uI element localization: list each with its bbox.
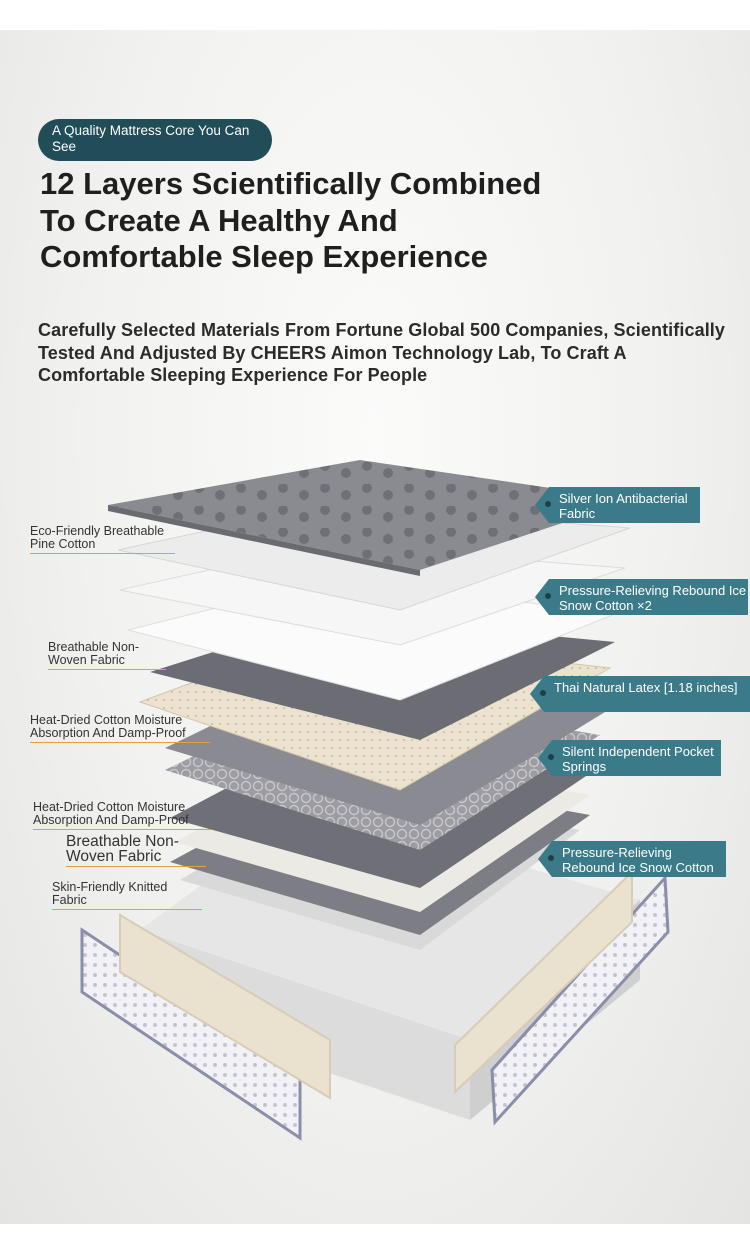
layer-stack [108,460,632,950]
label-pine-cotton: Eco-Friendly Breathable Pine Cotton [30,525,175,554]
tag-dot [548,855,554,861]
tag-text: Pressure-Relieving Rebound Ice Snow Cott… [559,583,747,613]
tag-ice-snow-cotton-x2: Pressure-Relieving Rebound Ice Snow Cott… [535,579,748,615]
tag-text: Silver Ion Antibacterial Fabric [559,491,688,521]
tag-text: Silent Independent Pocket Springs [562,744,714,774]
label-heat-dried-cotton-top: Heat-Dried Cotton Moisture Absorption An… [30,714,210,743]
page-subheadline: Carefully Selected Materials From Fortun… [38,320,726,385]
tag-ice-snow-cotton: Pressure-Relieving Rebound Ice Snow Cott… [538,841,726,877]
top-whitespace [0,0,750,30]
tag-silver-ion-fabric: Silver Ion Antibacterial Fabric [535,487,700,523]
tag-dot [545,593,551,599]
label-non-woven-fabric-top: Breathable Non-Woven Fabric [48,641,166,670]
tag-pocket-springs: Silent Independent Pocket Springs [538,740,721,776]
page-headline: 12 Layers Scientifically Combined To Cre… [40,166,542,274]
tag-thai-latex: Thai Natural Latex [1.18 inches] [530,676,750,712]
tag-dot [540,690,546,696]
tag-text: Pressure-Relieving Rebound Ice Snow Cott… [562,845,714,875]
tag-dot [545,501,551,507]
tag-text: Thai Natural Latex [1.18 inches] [554,680,738,695]
bottom-whitespace [0,1224,750,1236]
label-knitted-fabric: Skin-Friendly Knitted Fabric [52,881,202,910]
label-heat-dried-cotton-bottom: Heat-Dried Cotton Moisture Absorption An… [33,801,211,830]
side-panels [80,869,670,1141]
quality-badge: A Quality Mattress Core You Can See [38,119,272,161]
label-non-woven-fabric-bottom: Breathable Non-Woven Fabric [66,834,206,867]
tag-dot [548,754,554,760]
